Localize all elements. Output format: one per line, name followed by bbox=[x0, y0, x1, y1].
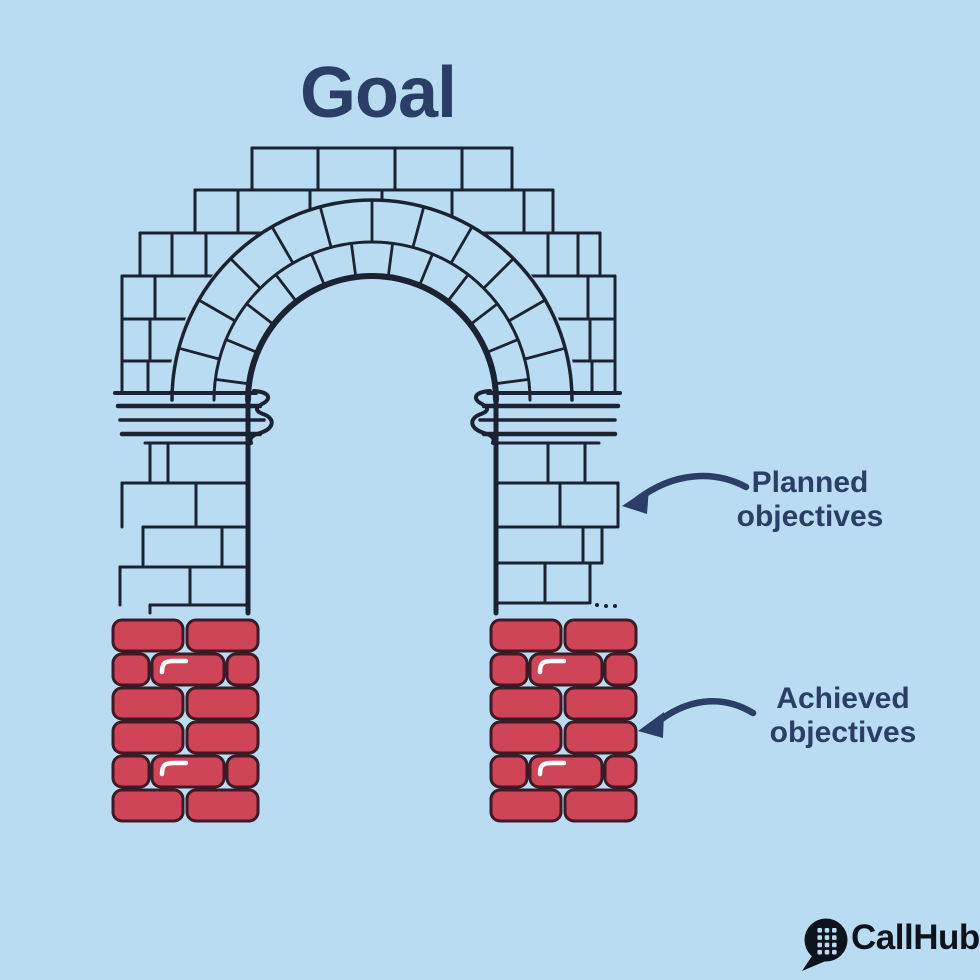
left-pillar bbox=[118, 441, 248, 615]
planned-objectives-label-line1: Planned bbox=[751, 466, 869, 499]
achieved-arrow-icon bbox=[638, 698, 757, 738]
arch-zone-mask bbox=[167, 199, 577, 404]
achieved-bricks-right bbox=[489, 618, 638, 823]
achieved-objectives-label-line2: objectives bbox=[769, 716, 917, 749]
planned-objectives-label: Planned objectives bbox=[698, 466, 922, 534]
callhub-logo-icon bbox=[802, 918, 848, 971]
page-title: Goal bbox=[299, 53, 457, 133]
left-capital bbox=[113, 389, 274, 445]
achieved-bricks-left bbox=[111, 618, 260, 823]
callhub-logo-text: CallHub bbox=[851, 918, 980, 957]
achieved-objectives-label: Achieved objectives bbox=[731, 682, 955, 750]
right-pillar bbox=[494, 441, 620, 605]
achieved-objectives-label-line1: Achieved bbox=[776, 682, 910, 715]
planned-objectives-label-line2: objectives bbox=[736, 500, 884, 533]
sketch-dots bbox=[595, 603, 617, 608]
planned-arrow-icon bbox=[622, 472, 750, 514]
